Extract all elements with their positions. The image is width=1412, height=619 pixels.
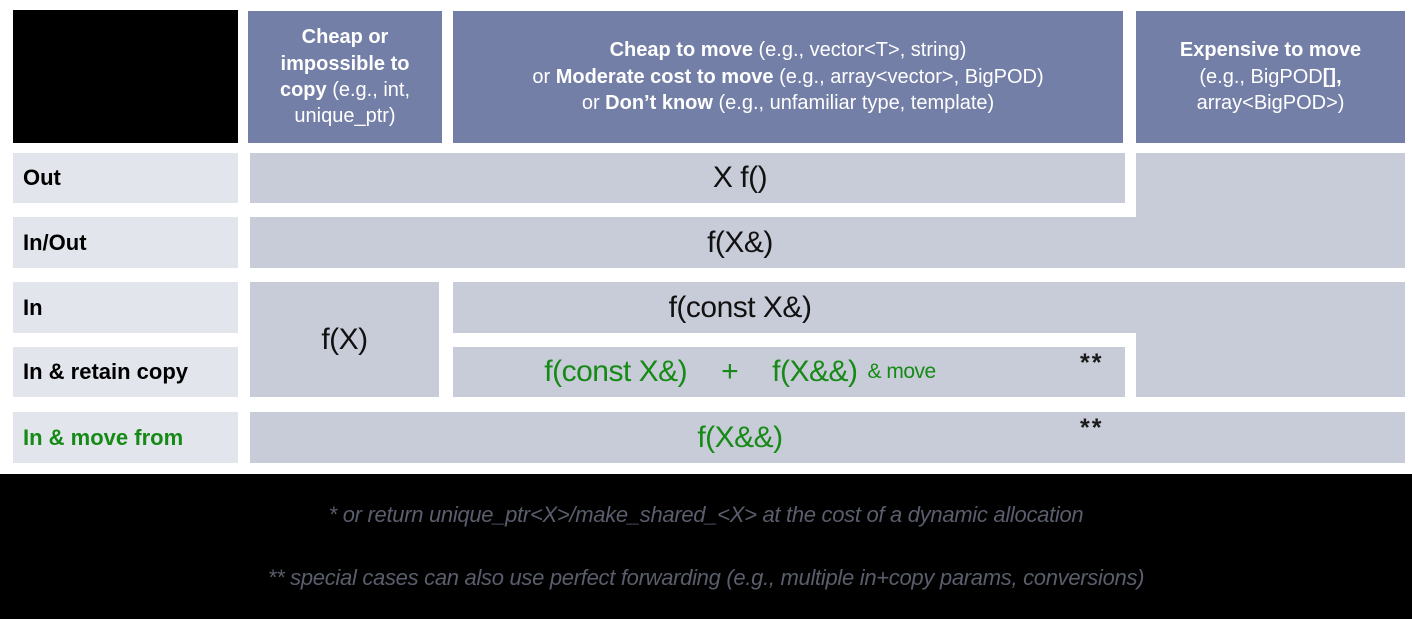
code-const-ref: f(const X&) bbox=[544, 355, 688, 388]
column-header-expensive-to-move: Expensive to move (e.g., BigPOD[], array… bbox=[1136, 11, 1405, 143]
footnote-dynamic-allocation: * or return unique_ptr<X>/make_shared_<X… bbox=[328, 502, 1084, 527]
row-label-in: In bbox=[13, 282, 238, 333]
cell-in-copy-merged bbox=[250, 282, 439, 397]
cell-retain-copy bbox=[453, 347, 1125, 397]
header-line-1: Expensive to move bbox=[1179, 39, 1362, 62]
header-line-2: (e.g., BigPOD[], bbox=[1199, 65, 1342, 88]
footnote-marker-retain: ** bbox=[1080, 349, 1104, 377]
code-out: X f() bbox=[712, 161, 768, 194]
footnote-perfect-forwarding: ** special cases can also use perfect fo… bbox=[267, 565, 1145, 590]
cell-inout-span bbox=[250, 217, 1405, 268]
code-in: f(const X&) bbox=[668, 290, 812, 324]
cell-move-from-span bbox=[250, 412, 1405, 463]
header-line-1: Cheap to move (e.g., vector<T>, string) bbox=[609, 39, 967, 62]
header-text: Cheap or impossible to copy (e.g., int, … bbox=[279, 26, 411, 128]
header-line-3: or Don’t know (e.g., unfamiliar type, te… bbox=[581, 92, 995, 115]
footer-band bbox=[0, 474, 1412, 619]
code-rvalue-ref: f(X&&) bbox=[772, 355, 858, 388]
code-in-out: f(X&) bbox=[707, 225, 773, 259]
row-label-in-move-from: In & move from bbox=[13, 412, 238, 463]
column-header-cheap-or-moderate-move: Cheap to move (e.g., vector<T>, string) … bbox=[453, 11, 1123, 143]
cell-right-merged-in-retain bbox=[1136, 282, 1405, 397]
row-label-in-retain-copy: In & retain copy bbox=[13, 347, 238, 397]
plus-sign: + bbox=[721, 355, 739, 388]
row-label-in-out: In/Out bbox=[13, 217, 238, 268]
header-line-2: or Moderate cost to move (e.g., array<ve… bbox=[532, 65, 1044, 88]
cell-out-span bbox=[250, 153, 1125, 203]
code-in-retain-copy: f(const X&) + f(X&&) & move bbox=[250, 347, 1230, 397]
column-header-cheap-to-copy: Cheap or impossible to copy (e.g., int, … bbox=[248, 11, 442, 143]
code-and-move: & move bbox=[867, 360, 937, 383]
code-in-cheap-copy: f(X) bbox=[321, 322, 368, 356]
footnote-marker-move-from: ** bbox=[1080, 414, 1104, 442]
code-in-move-from: f(X&&) bbox=[697, 420, 783, 454]
header-line-3: array<BigPOD>) bbox=[1196, 92, 1345, 115]
row-label-out: Out bbox=[13, 153, 238, 203]
corner-block bbox=[13, 10, 238, 143]
